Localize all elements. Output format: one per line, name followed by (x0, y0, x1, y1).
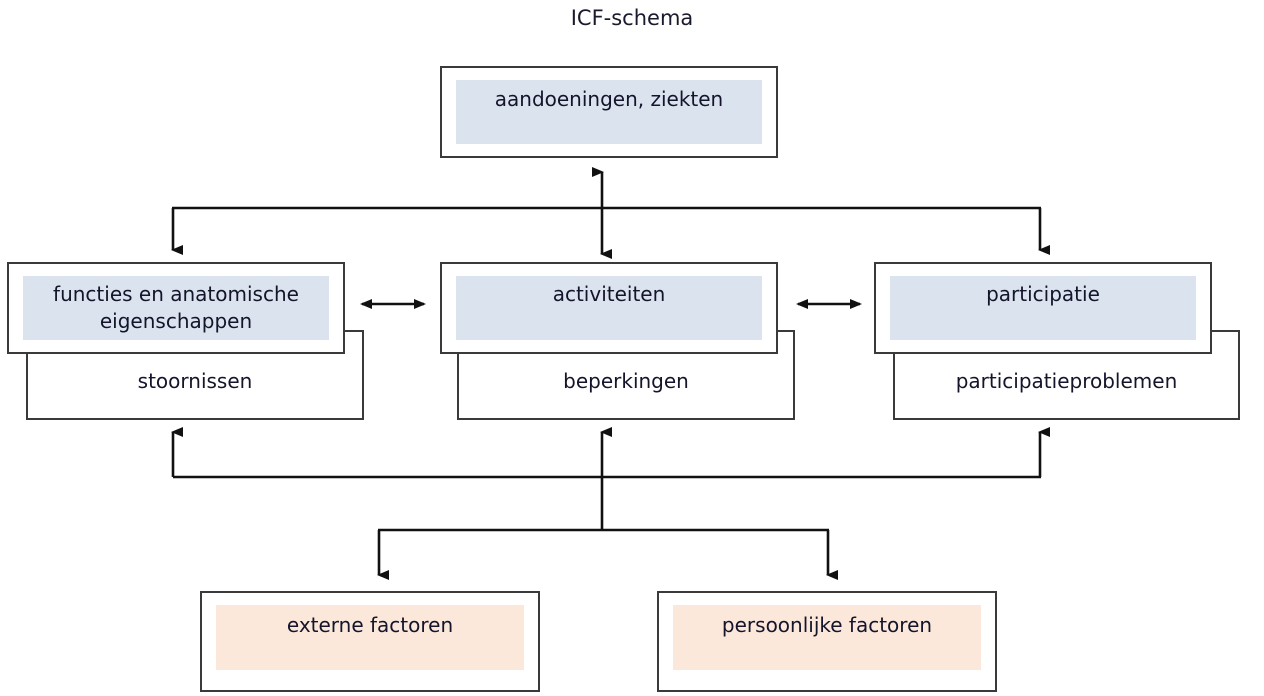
body-functions-problems-label: stoornissen (137, 369, 253, 393)
node-participation[interactable]: participatie (874, 262, 1212, 354)
page-title: ICF-schema (570, 6, 694, 30)
participation-fill (890, 276, 1196, 340)
node-activities[interactable]: activiteiten (440, 262, 778, 354)
participation-problems-label: participatieproblemen (955, 369, 1178, 393)
activities-problems-label: beperkingen (563, 369, 689, 393)
health-condition-fill (456, 80, 762, 144)
node-external-factors[interactable]: externe factoren (200, 591, 540, 692)
personal-factors-fill (673, 605, 981, 670)
external-factors-fill (216, 605, 524, 670)
node-body-functions[interactable]: functies en anatomische eigenschappen (7, 262, 345, 354)
activities-fill (456, 276, 762, 340)
node-personal-factors[interactable]: persoonlijke factoren (657, 591, 997, 692)
node-health-condition[interactable]: aandoeningen, ziekten (440, 66, 778, 158)
body-functions-fill (23, 276, 329, 340)
